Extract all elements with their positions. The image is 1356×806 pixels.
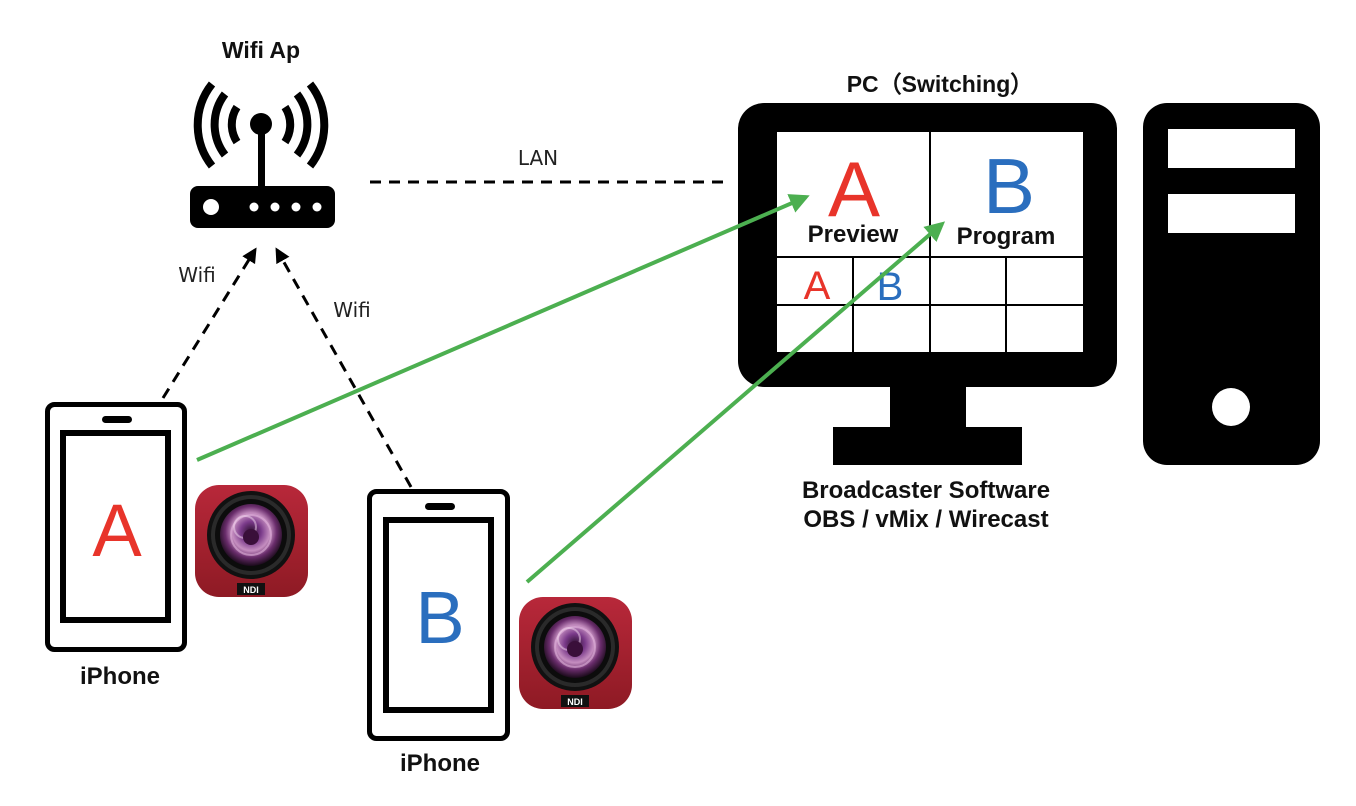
ndi-camera-app-icon: NDI (194, 484, 309, 598)
software-label-line2: OBS / vMix / Wirecast (803, 506, 1048, 533)
preview-source-letter: A (828, 145, 880, 233)
iphone-a-source-letter: A (92, 489, 142, 572)
lan-connection: LAN (370, 146, 724, 184)
ndi-stream-arrow-a-to-preview (196, 194, 810, 462)
preview-pane: A Preview (808, 145, 899, 248)
multiview-grid: A B (804, 264, 904, 309)
ndi-stream-arrow-b-to-program (525, 221, 946, 584)
pc-switching: PC（Switching） A Preview B Program (738, 71, 1117, 533)
wifi-dashed-arrow-b (275, 247, 413, 488)
program-pane: B Program (957, 142, 1056, 250)
iphone-b-source-letter: B (415, 576, 464, 659)
program-source-letter: B (983, 142, 1035, 230)
ndi-badge: NDI (567, 697, 583, 707)
wifi-connection-b: Wifi (275, 247, 413, 488)
multiview-cell-a: A (804, 264, 831, 308)
lan-label: LAN (518, 146, 558, 170)
wifi-router-icon (190, 81, 335, 228)
multiview-cell-b: B (877, 265, 904, 309)
iphone-a: A iPhone NDI (45, 402, 309, 690)
wifi-label-b: Wifi (333, 298, 371, 322)
ndi-badge: NDI (243, 585, 259, 595)
ndi-camera-app-icon: NDI (518, 596, 633, 710)
pc-tower-icon (1143, 103, 1320, 465)
wifi-connection-a: Wifi (161, 247, 257, 399)
software-label-line1: Broadcaster Software (802, 477, 1050, 504)
pc-label: PC（Switching） (847, 71, 1034, 97)
desktop-monitor-icon (738, 103, 1117, 465)
wifi-ap-label: Wifi Ap (222, 37, 300, 63)
smartphone-icon (367, 489, 510, 741)
smartphone-icon (45, 402, 187, 652)
iphone-a-label: iPhone (80, 663, 160, 690)
program-label: Program (957, 223, 1056, 250)
iphone-b-label: iPhone (400, 750, 480, 777)
wifi-label-a: Wifi (178, 263, 216, 287)
wifi-dashed-arrow-a (161, 247, 257, 399)
preview-label: Preview (808, 221, 899, 248)
iphone-b: B iPhone NDI (367, 489, 633, 777)
wifi-ap: Wifi Ap (190, 37, 335, 228)
